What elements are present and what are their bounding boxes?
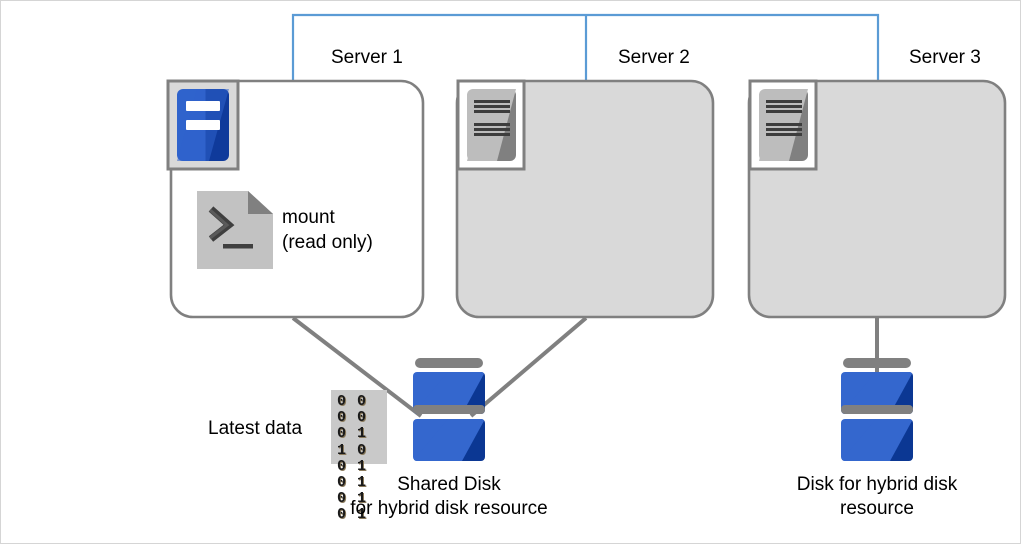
hybrid-disk-caption-line2: resource [840,497,914,519]
mount-label: mount (read only) [282,206,373,255]
mount-label-line1: mount [282,207,335,228]
binary-row: 0 1 0 1 [337,457,368,491]
server-2-label: Server 2 [618,47,690,68]
server-1-label: Server 1 [331,47,403,68]
hybrid-disk-caption: Disk for hybrid disk resource [717,473,1020,521]
network-bus [291,13,880,81]
server-3-label: Server 3 [909,47,981,68]
binary-row: 0 0 0 0 [337,393,368,427]
server-inactive-icon [456,79,526,171]
server-2-box[interactable] [455,79,715,319]
hybrid-disk-icon[interactable] [841,358,913,461]
server-active-icon [166,79,240,171]
latest-data-binary-block: 0 0 0 0 0 1 1 0 0 1 0 1 0 1 0 1 [331,390,387,523]
shared-disk-caption-line2: for hybrid disk resource [350,497,548,519]
mount-label-line2: (read only) [282,231,373,253]
server-inactive-icon [748,79,818,171]
hybrid-disk-caption-line1: Disk for hybrid disk [796,474,958,495]
server-1-box[interactable] [166,79,425,319]
latest-data-label: Latest data [208,418,303,439]
binary-row: 0 1 1 0 [337,425,368,459]
terminal-document-icon [197,191,273,269]
shared-disk-icon[interactable] [413,358,485,461]
shared-disk-caption-line1: Shared Disk [397,474,501,495]
server-3-box[interactable] [747,79,1007,319]
binary-row: 0 1 0 1 [337,490,368,524]
shared-disk-caption: Shared Disk for hybrid disk resource [289,473,609,521]
